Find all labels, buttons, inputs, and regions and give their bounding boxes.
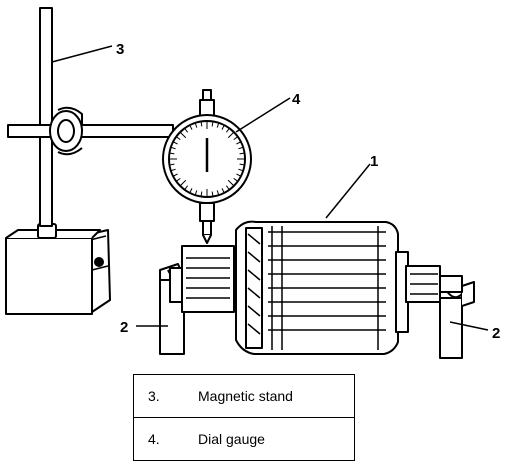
dial-tick [194,190,198,196]
dial-tick [194,122,198,128]
dial-tick [239,152,245,155]
dial-tick [221,124,225,130]
dial-tick [170,168,176,172]
dial-tick [200,191,203,197]
dial-tick [233,136,239,141]
dial-tick [175,177,181,182]
callout-2-left: 2 [120,319,128,336]
dial-gauge [162,89,252,244]
dial-tick [238,168,244,172]
dial-tick [179,131,187,139]
dial-tick [239,163,245,166]
legend-row: 3. Magnetic stand [134,375,354,417]
callout-1: 1 [370,153,378,170]
dial-tick [211,121,214,127]
dial-tick [227,179,235,187]
dial-tick [236,173,242,177]
dial-tick [189,188,193,194]
core-slots [247,226,386,350]
legend-row: 4. Dial gauge [134,417,354,460]
dial-tick [227,131,235,139]
legend-text: Magnetic stand [198,388,293,404]
dial-tick [216,190,220,196]
dial-tick [216,122,220,128]
dial-tick [175,136,181,141]
callout-2-right: 2 [492,325,500,342]
dial-tick [200,121,203,127]
stand-clamp [7,106,174,156]
dial-tick [169,152,175,155]
dial-tick [184,185,189,191]
dial-tick [170,146,176,150]
stand-rod [39,7,53,227]
dial-tick [233,177,239,182]
dial-tick [238,146,244,150]
v-block-right [439,281,475,359]
dial-tick [172,173,178,177]
leader-lines [51,45,489,331]
dial-tick [211,191,214,197]
dial-tick [172,141,178,145]
legend-number: 4. [148,431,160,447]
dial-ticks [169,121,245,197]
callout-3: 3 [116,41,124,58]
dial-tick [225,185,230,191]
armature [169,220,463,355]
legend-table: 3. Magnetic stand 4. Dial gauge [133,374,355,461]
dial-tick [189,124,193,130]
dial-tick [184,127,189,133]
dial-tick [179,179,187,187]
dial-tick [169,163,175,166]
commutator-bars [186,257,230,299]
dial-tick [221,188,225,194]
legend-number: 3. [148,388,160,404]
legend-text: Dial gauge [198,431,265,447]
dial-tick [225,127,230,133]
magnetic-base [5,223,111,315]
dial-tick [236,141,242,145]
callout-4: 4 [292,91,301,108]
